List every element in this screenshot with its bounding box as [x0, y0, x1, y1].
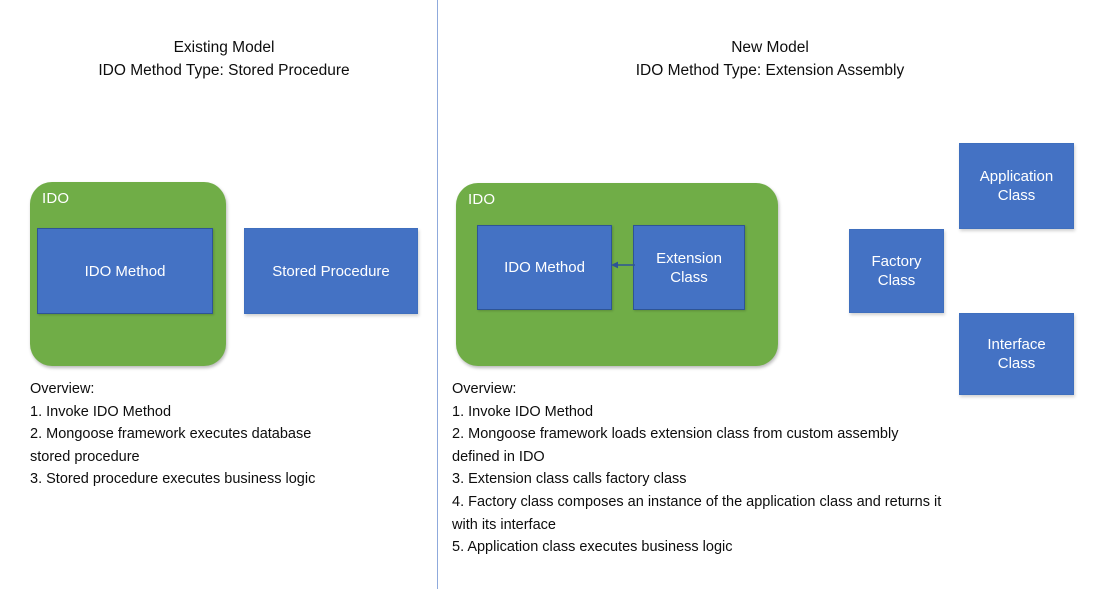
right-overview: Overview: 1. Invoke IDO Method 2. Mongoo… — [452, 378, 1092, 559]
application-class-label-line1: Application — [979, 168, 1054, 185]
application-class-label-line2: Class — [997, 187, 1036, 204]
right-ido-method-box[interactable]: IDO Method — [477, 225, 612, 310]
extension-class-label-line1: Extension — [656, 249, 722, 267]
right-overview-line-1: 1. Invoke IDO Method — [452, 403, 594, 420]
left-panel-title-line2: IDO Method Type: Stored Procedure — [98, 62, 350, 79]
application-class-box[interactable]: Application Class — [959, 143, 1074, 229]
factory-class-label-line2: Class — [877, 272, 916, 289]
left-ido-container-label: IDO — [42, 190, 70, 207]
factory-class-box[interactable]: Factory Class — [849, 229, 944, 313]
left-overview-line-3: stored procedure — [30, 448, 140, 465]
left-panel-title: Existing Model IDO Method Type: Stored P… — [64, 36, 384, 82]
panel-divider — [437, 0, 438, 589]
right-panel-title: New Model IDO Method Type: Extension Ass… — [600, 36, 940, 82]
left-overview-line-1: 1. Invoke IDO Method — [30, 403, 172, 420]
right-overview-line-4: 3. Extension class calls factory class — [452, 471, 687, 488]
stored-procedure-box[interactable]: Stored Procedure — [244, 228, 418, 314]
extension-class-label-line2: Class — [670, 268, 708, 286]
right-overview-line-6: with its interface — [452, 516, 556, 533]
right-panel-title-line2: IDO Method Type: Extension Assembly — [635, 62, 905, 79]
right-overview-line-2: 2. Mongoose framework loads extension cl… — [452, 426, 899, 443]
left-panel-title-line1: Existing Model — [173, 39, 275, 56]
extension-class-box[interactable]: Extension Class — [633, 225, 745, 310]
right-overview-line-3: defined in IDO — [452, 448, 545, 465]
right-overview-line-7: 5. Application class executes business l… — [452, 539, 733, 556]
right-overview-line-5: 4. Factory class composes an instance of… — [452, 493, 942, 510]
right-panel-title-line1: New Model — [731, 39, 809, 56]
left-ido-method-label: IDO Method — [84, 262, 166, 280]
left-overview-line-4: 3. Stored procedure executes business lo… — [30, 471, 316, 488]
factory-class-label-line1: Factory — [871, 253, 922, 270]
right-ido-container-label: IDO — [468, 191, 496, 208]
right-ido-method-label: IDO Method — [504, 259, 585, 276]
left-overview: Overview: 1. Invoke IDO Method 2. Mongoo… — [30, 378, 430, 491]
right-overview-heading: Overview: — [452, 381, 517, 397]
stored-procedure-label: Stored Procedure — [272, 262, 390, 280]
left-ido-method-box[interactable]: IDO Method — [37, 228, 213, 314]
left-overview-line-2: 2. Mongoose framework executes database — [30, 426, 312, 443]
interface-class-label-line1: Interface — [987, 336, 1046, 353]
left-overview-heading: Overview: — [30, 381, 95, 397]
interface-class-label-line2: Class — [997, 355, 1036, 372]
interface-class-box[interactable]: Interface Class — [959, 313, 1074, 395]
